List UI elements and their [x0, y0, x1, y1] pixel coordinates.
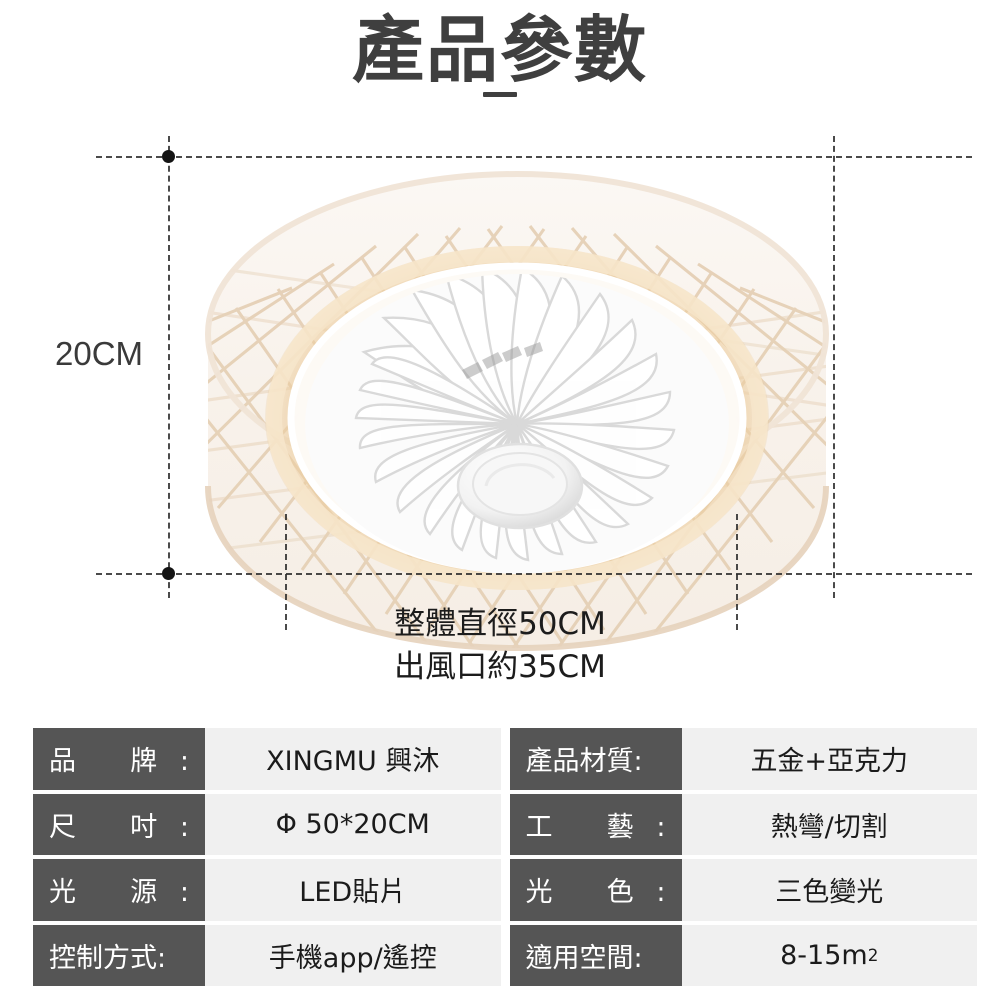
spec-key-craft: 工 藝:	[509, 793, 682, 855]
table-row: 產品材質: 五金+亞克力	[509, 728, 977, 790]
table-row: 品 牌: XINGMU 興沐	[33, 728, 501, 790]
spec-key-label: 工 藝:	[525, 811, 666, 843]
airflow-caption-line-2: 出風口約35CM	[394, 649, 606, 685]
spec-key-brand: 品 牌:	[33, 728, 205, 790]
spec-key-label: 光 源:	[49, 877, 189, 909]
spec-key-label: 控制方式:	[49, 942, 167, 974]
dimension-endpoint-top-left	[162, 150, 175, 163]
dimension-line-right-inner	[736, 514, 738, 630]
spec-value-light-color: 三色變光	[681, 859, 977, 921]
spec-key-size: 尺 吋:	[33, 793, 205, 855]
spec-key-light-source: 光 源:	[33, 859, 205, 921]
specification-table: 品 牌: XINGMU 興沐 尺 吋: Φ 50*20CM 光 源: LED貼片…	[33, 728, 977, 986]
spec-value-control-method: 手機app/遙控	[205, 924, 501, 986]
spec-value-size: Φ 50*20CM	[205, 793, 501, 855]
spec-value-brand: XINGMU 興沐	[205, 728, 501, 790]
spec-key-label: 尺 吋:	[49, 811, 189, 843]
spec-table-right-column: 產品材質: 五金+亞克力 工 藝: 熱彎/切割 光 色: 三色變光 適用空間:	[509, 728, 977, 986]
dimension-line-right-outer	[833, 136, 835, 598]
spec-value-craft: 熱彎/切割	[681, 793, 977, 855]
dimension-line-left-inner	[285, 514, 287, 630]
spec-value-light-source: LED貼片	[205, 859, 501, 921]
dimension-line-left-outer	[168, 136, 170, 598]
fan-center-hub	[456, 442, 584, 530]
spec-key-label: 品 牌:	[49, 746, 189, 778]
spec-key-control-method: 控制方式:	[33, 924, 205, 986]
spec-key-applicable-space: 適用空間:	[509, 924, 682, 986]
ceiling-fan-light-image	[186, 156, 848, 676]
spec-key-label: 光 色:	[525, 877, 666, 909]
applicable-space-text: 8-15m	[780, 939, 868, 971]
title-underline-decoration	[483, 92, 517, 97]
page-header: 產品參數	[0, 14, 1000, 97]
product-dimension-diagram: 20CM 整體直徑50CM 出風口約35CM	[0, 120, 1000, 700]
diameter-caption-line-1: 整體直徑50CM	[394, 606, 606, 642]
applicable-space-superscript: 2	[867, 945, 879, 966]
table-row: 尺 吋: Φ 50*20CM	[33, 793, 501, 855]
dimension-endpoint-bottom-left	[162, 567, 175, 580]
dimension-line-bottom	[96, 573, 972, 575]
table-row: 光 色: 三色變光	[509, 859, 977, 921]
dimension-line-top	[96, 156, 972, 158]
page-title: 產品參數	[351, 8, 648, 92]
spec-key-light-color: 光 色:	[509, 859, 682, 921]
spec-table-left-column: 品 牌: XINGMU 興沐 尺 吋: Φ 50*20CM 光 源: LED貼片…	[33, 728, 501, 986]
spec-key-label: 適用空間:	[525, 942, 643, 974]
table-row: 工 藝: 熱彎/切割	[509, 793, 977, 855]
height-dimension-label: 20CM	[55, 335, 144, 372]
spec-key-label: 產品材質:	[525, 746, 643, 778]
spec-key-material: 產品材質:	[509, 728, 682, 790]
table-row: 控制方式: 手機app/遙控	[33, 924, 501, 986]
table-row: 光 源: LED貼片	[33, 859, 501, 921]
spec-value-material: 五金+亞克力	[681, 728, 977, 790]
